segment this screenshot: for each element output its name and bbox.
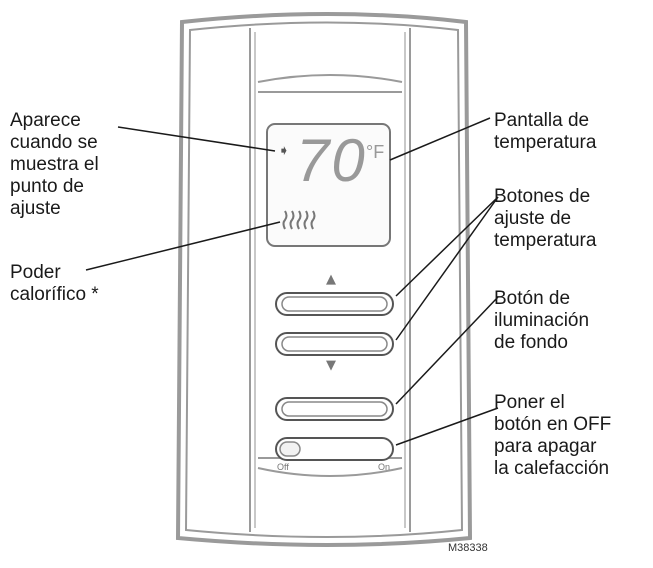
thermostat-housing [175, 12, 473, 547]
power-switch[interactable] [275, 437, 394, 461]
temperature-down-button[interactable] [275, 332, 394, 356]
leader-switch [395, 407, 499, 446]
heat-wave-icon [282, 210, 316, 230]
callout-heat-output: Poder calorífico * [10, 262, 99, 305]
backlight-button[interactable] [275, 397, 394, 421]
temperature-up-button[interactable] [275, 292, 394, 316]
arrow-down-icon: ▼ [326, 358, 336, 373]
housing-inner-edge [184, 21, 464, 538]
leader-down-button [395, 196, 499, 341]
callout-setpoint-indicator: Aparece cuando se muestra el punto de aj… [10, 110, 99, 219]
setpoint-arrow-icon: ➧ [278, 142, 290, 158]
leader-heat [85, 221, 281, 271]
callout-temperature-display: Pantalla de temperatura [494, 110, 597, 153]
callout-off-switch: Poner el botón en OFF para apagar la cal… [494, 392, 612, 479]
leader-backlight [395, 296, 499, 405]
faceplate-top-cap [257, 74, 403, 83]
power-switch-slider [279, 441, 301, 457]
switch-on-label: On [378, 462, 391, 472]
figure-code: M38338 [448, 542, 488, 554]
leader-up-button [395, 196, 499, 297]
callout-temperature-buttons: Botones de ajuste de temperatura [494, 186, 597, 251]
leader-temp-display [389, 117, 491, 161]
callout-backlight-button: Botón de iluminación de fondo [494, 288, 590, 353]
lcd-display [266, 123, 391, 247]
arrow-up-icon: ▲ [326, 272, 336, 287]
leader-setpoint [117, 126, 276, 152]
switch-off-label: Off [277, 462, 289, 472]
temperature-unit: °F [366, 142, 385, 162]
temperature-reading: 70 [296, 127, 367, 194]
